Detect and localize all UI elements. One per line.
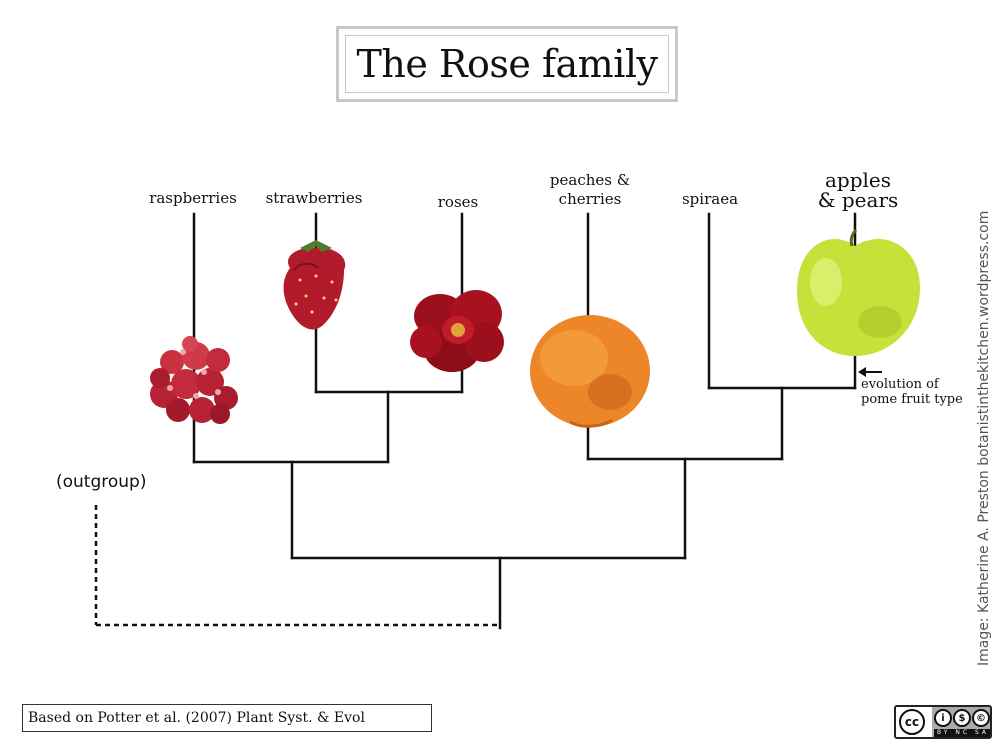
- sa-icon: ©: [972, 709, 990, 727]
- title-inner-frame: The Rose family: [345, 35, 669, 93]
- source-citation-text: Based on Potter et al. (2007) Plant Syst…: [28, 710, 365, 726]
- cc-icon: cc: [899, 709, 925, 735]
- page-title: The Rose family: [356, 42, 658, 86]
- pome-annotation: evolution of pome fruit type: [861, 377, 963, 407]
- peach-picture: [530, 315, 650, 428]
- label-spiraea: spiraea: [681, 190, 739, 208]
- pome-annotation-line2: pome fruit type: [861, 392, 963, 407]
- label-strawberries: strawberries: [265, 189, 363, 207]
- label-peaches-line1: peaches &: [549, 171, 631, 189]
- label-apples-pears: apples & pears: [806, 170, 910, 210]
- apple-picture: [796, 228, 920, 356]
- image-credit: Image: Katherine A. Preston botanistinth…: [976, 210, 992, 666]
- raspberry-picture: [150, 336, 238, 424]
- label-raspberries: raspberries: [149, 189, 237, 207]
- source-citation: Based on Potter et al. (2007) Plant Syst…: [22, 704, 432, 732]
- label-roses: roses: [437, 193, 479, 211]
- label-apples-line1: apples: [824, 168, 892, 192]
- by-icon: i: [934, 709, 952, 727]
- arrow-left-icon: [858, 367, 882, 377]
- nc-icon: $: [953, 709, 971, 727]
- pome-annotation-line1: evolution of: [861, 377, 939, 392]
- label-peaches-cherries: peaches & cherries: [538, 171, 642, 209]
- strawberry-picture: [283, 240, 346, 330]
- title-frame: The Rose family: [336, 26, 678, 102]
- license-terms: BY NC SA: [934, 729, 990, 737]
- outgroup-label: (outgroup): [56, 472, 147, 492]
- label-peaches-line2: cherries: [558, 190, 622, 208]
- license-badge[interactable]: cc i $ © BY NC SA: [894, 705, 992, 739]
- rose-picture: [410, 290, 504, 372]
- label-apples-line2: & pears: [817, 188, 899, 212]
